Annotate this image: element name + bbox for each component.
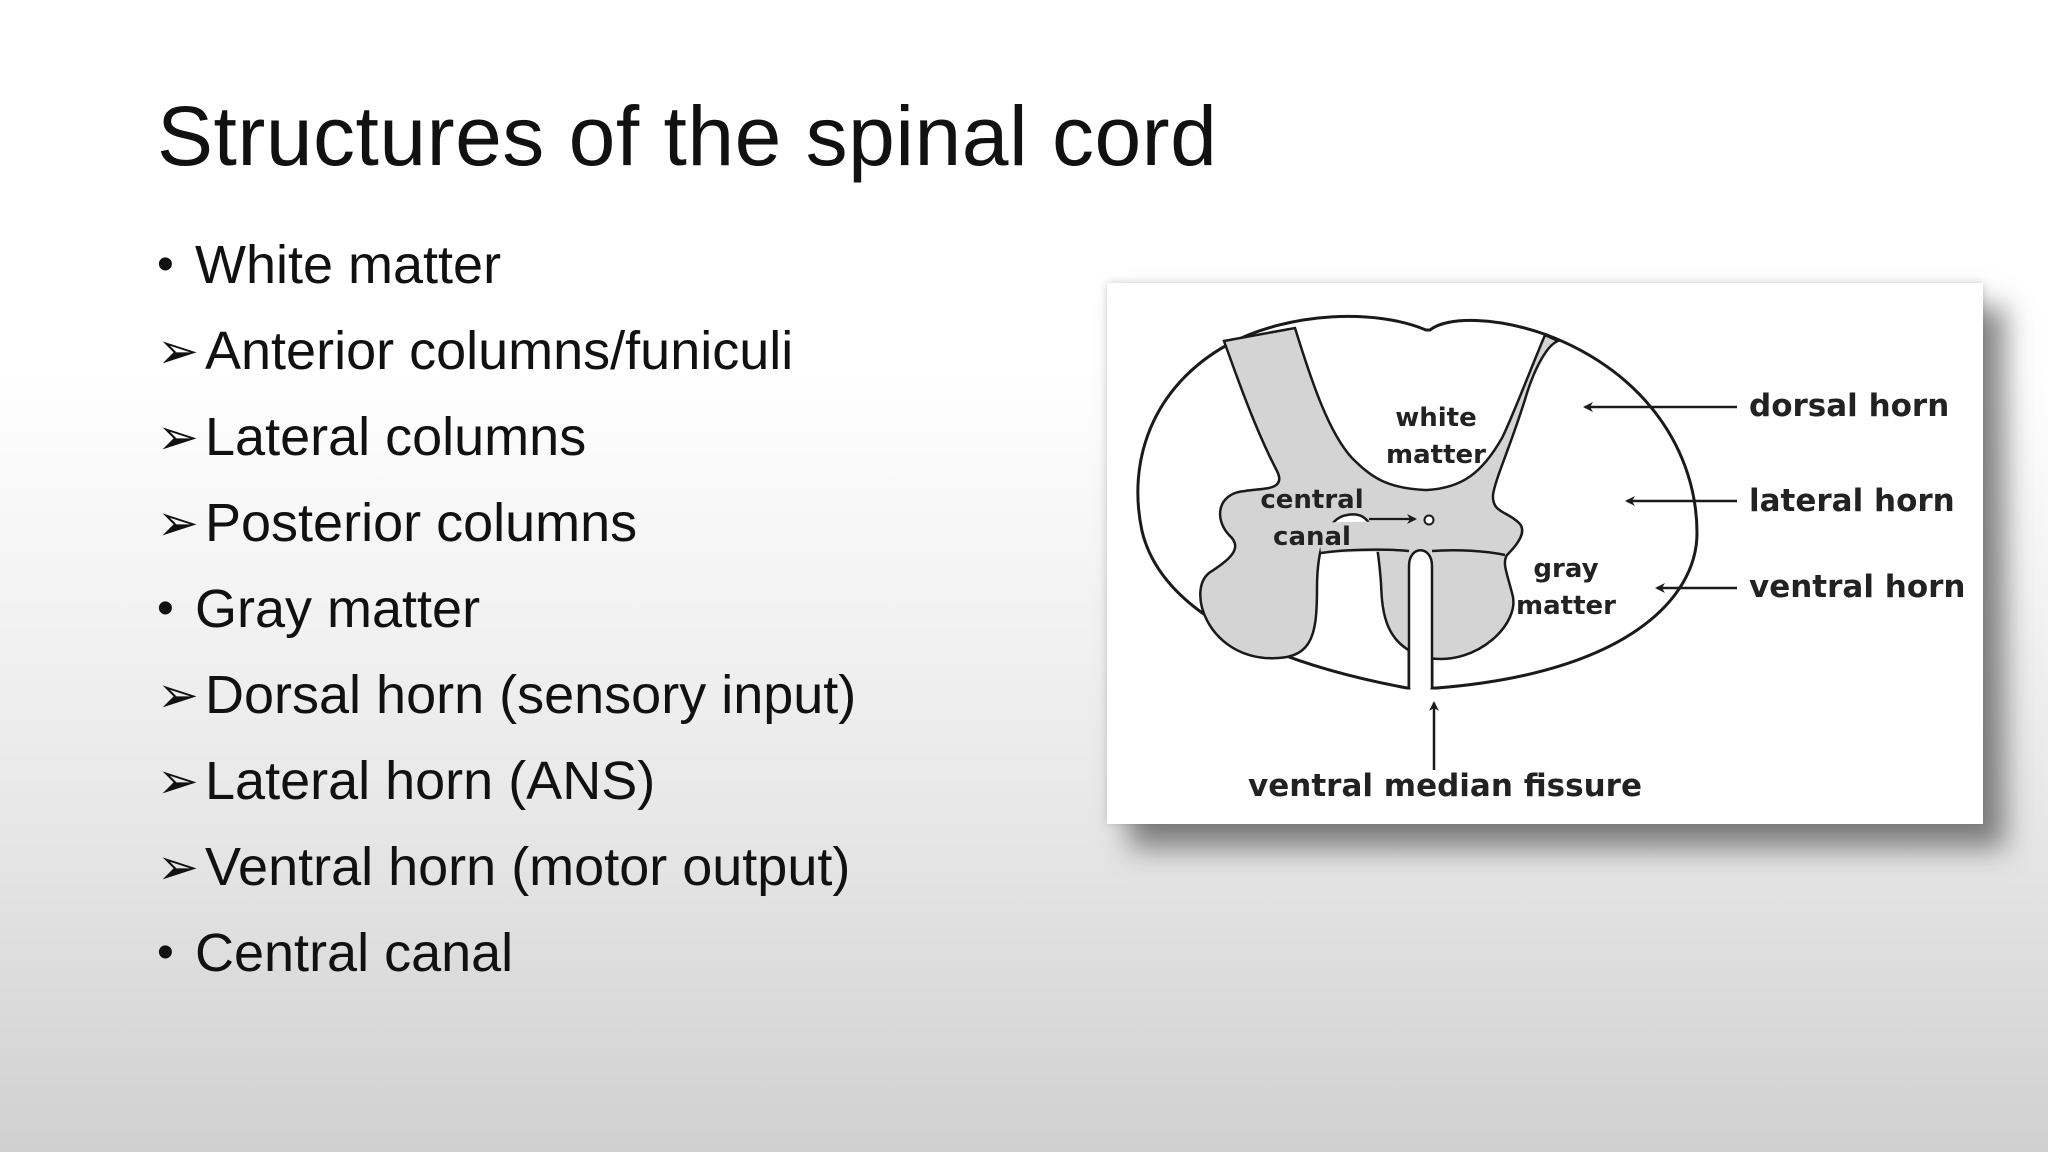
arrow-bullet-marker: ➢ <box>157 495 199 551</box>
bullet-text: Posterior columns <box>205 493 638 553</box>
central-canal-label-2: canal <box>1273 522 1351 552</box>
bullet-marker: • <box>157 926 174 979</box>
bullet-text: Lateral columns <box>205 407 587 467</box>
bullet-list: •White matter ➢Anterior columns/funiculi… <box>157 222 1057 996</box>
lateral-horn-label: lateral horn <box>1749 483 1955 519</box>
bullet-marker: • <box>157 238 174 291</box>
bullet-item: • Central canal <box>157 910 1057 996</box>
arrow-bullet-marker: ➢ <box>157 753 199 809</box>
bullet-text: Central canal <box>195 923 514 983</box>
arrow-bullet-marker: ➢ <box>157 839 199 895</box>
bullet-text: Dorsal horn (sensory input) <box>205 665 857 725</box>
ventral-horn-label: ventral horn <box>1749 569 1965 605</box>
spinal-cord-diagram: white matter central canal gray matter d… <box>1107 283 1983 824</box>
arrow-bullet-marker: ➢ <box>157 323 199 379</box>
central-canal-label-1: central <box>1260 485 1363 515</box>
bullet-item: ➢Lateral columns <box>157 394 1057 480</box>
bullet-item: • White matter <box>157 222 1057 308</box>
gray-commissure <box>1317 521 1512 555</box>
bullet-text: Anterior columns/funiculi <box>205 321 794 381</box>
bullet-item: ➢Ventral horn (motor output) <box>157 824 1057 910</box>
bullet-item: • Gray matter <box>157 566 1057 652</box>
white-matter-label-1: white <box>1395 403 1477 433</box>
gray-matter-label-1: gray <box>1533 554 1598 584</box>
ventral-median-fissure-label: ventral median fissure <box>1248 768 1642 804</box>
bullet-item: ➢Anterior columns/funiculi <box>157 308 1057 394</box>
bullet-item: ➢Lateral horn (ANS) <box>157 738 1057 824</box>
bullet-item: ➢Posterior columns <box>157 480 1057 566</box>
arrow-bullet-marker: ➢ <box>157 667 199 723</box>
gray-matter-label-2: matter <box>1516 591 1616 621</box>
bullet-item: ➢Dorsal horn (sensory input) <box>157 652 1057 738</box>
bullet-marker: • <box>157 582 174 635</box>
gray-matter-shape <box>1199 326 1562 661</box>
dorsal-horn-label: dorsal horn <box>1749 388 1949 424</box>
bullet-text: White matter <box>195 235 502 295</box>
diagram-canvas: white matter central canal gray matter d… <box>1136 314 1965 804</box>
slide-title: Structures of the spinal cord <box>157 89 1218 183</box>
bullet-text: Gray matter <box>195 579 481 639</box>
bullet-text: Lateral horn (ANS) <box>205 751 656 811</box>
ventral-median-fissure <box>1407 549 1434 688</box>
central-canal <box>1423 514 1435 526</box>
arrow-bullet-marker: ➢ <box>157 409 199 465</box>
bullet-text: Ventral horn (motor output) <box>205 837 851 897</box>
white-matter-label-2: matter <box>1386 440 1486 470</box>
